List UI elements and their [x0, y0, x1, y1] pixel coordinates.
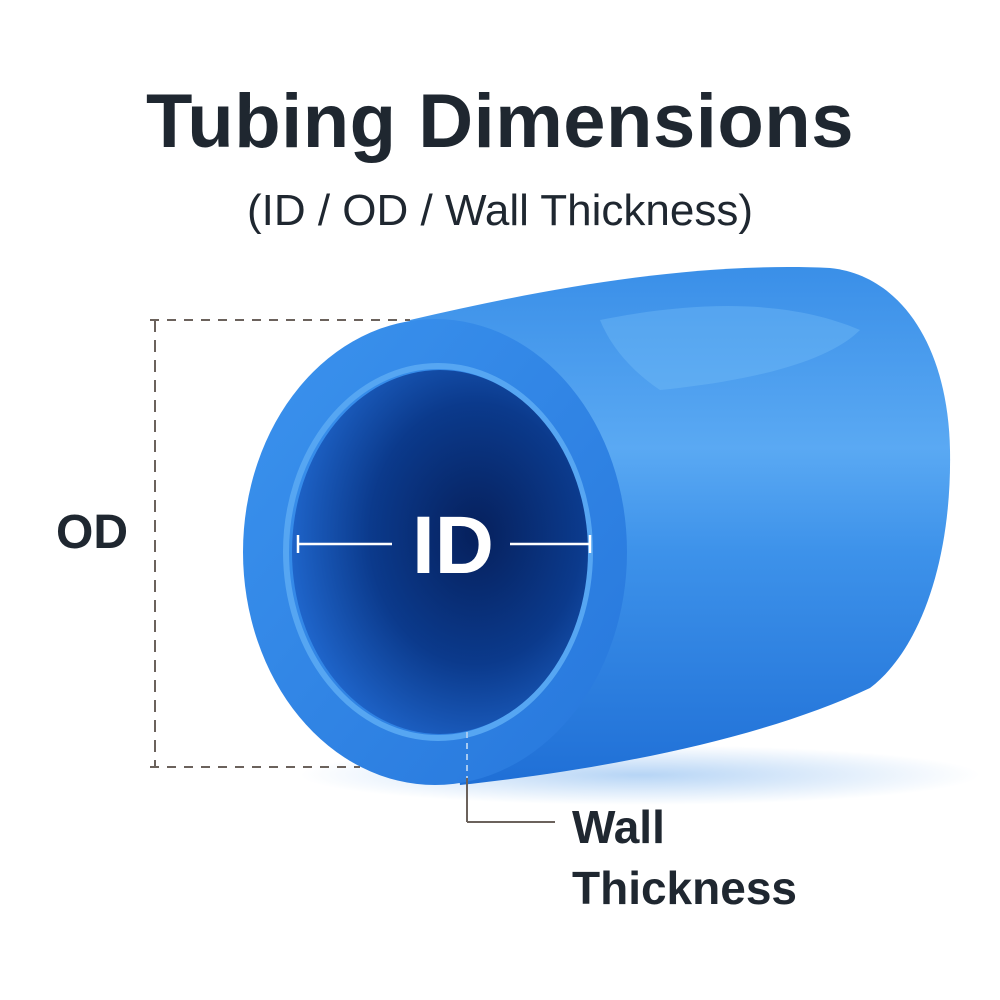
- id-label: ID: [412, 500, 494, 591]
- diagram-title: Tubing Dimensions: [146, 79, 854, 164]
- od-label: OD: [56, 506, 128, 559]
- diagram-subtitle: (ID / OD / Wall Thickness): [246, 186, 754, 235]
- wall-thickness-label-line1: Wall: [572, 801, 665, 853]
- wall-thickness-label-line2: Thickness: [572, 862, 797, 914]
- id-dimension: [296, 535, 592, 553]
- tube-highlight: [600, 306, 860, 390]
- wall-thickness-leader: [466, 732, 555, 823]
- tube-bore: [292, 370, 588, 734]
- od-dimension: [150, 319, 410, 768]
